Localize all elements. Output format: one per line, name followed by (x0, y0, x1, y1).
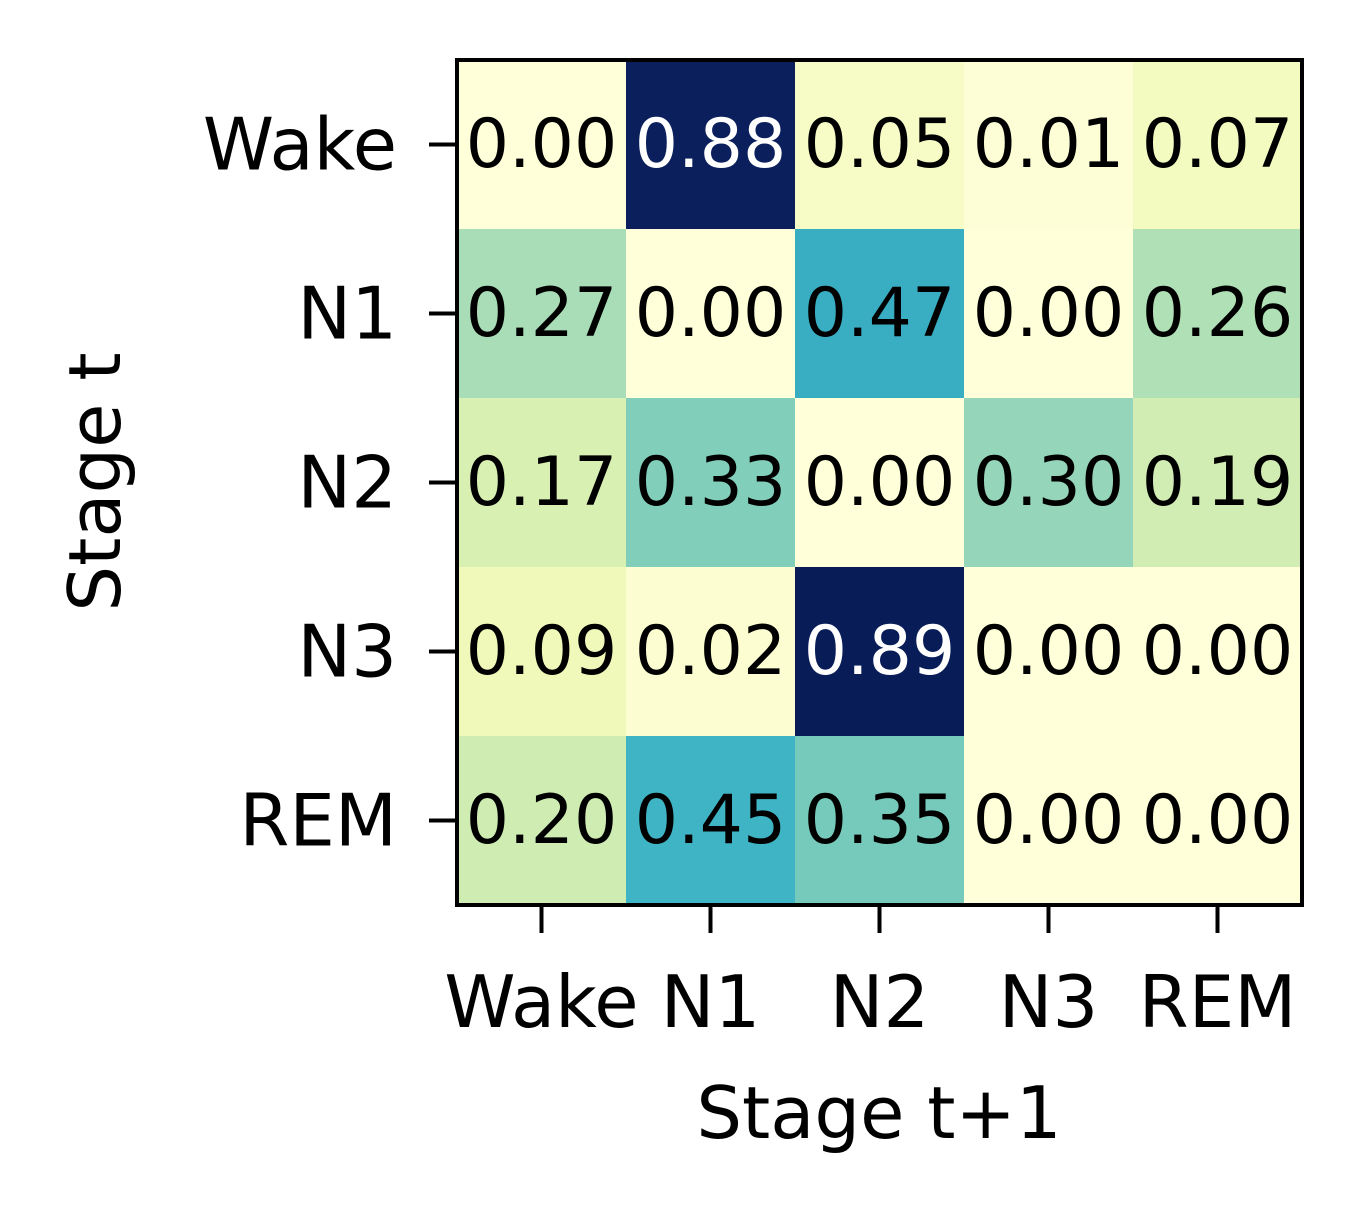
heatmap-cell-REM-N1 (626, 736, 796, 906)
cell-value-label: 0.00 (973, 274, 1124, 353)
heatmap-cell-N2-N3 (964, 398, 1134, 568)
cell-value-label: 0.00 (973, 781, 1124, 860)
heatmap-cell-REM-REM (1133, 736, 1303, 906)
heatmap-cell-N3-REM (1133, 567, 1303, 737)
cell-value-label: 0.00 (804, 443, 955, 522)
cell-value-label: 0.09 (466, 612, 617, 691)
y-tick-label: N3 (297, 610, 397, 694)
heatmap-cell-N3-N3 (964, 567, 1134, 737)
heatmap-cell-Wake-Wake (457, 60, 627, 230)
x-tick-label: N1 (661, 960, 761, 1044)
heatmap-cell-N1-Wake (457, 229, 627, 399)
cell-value-label: 0.33 (635, 443, 786, 522)
heatmap-cell-N3-Wake (457, 567, 627, 737)
heatmap-cell-N1-N1 (626, 229, 796, 399)
y-axis-label: Stage t (53, 352, 137, 611)
cell-value-label: 0.19 (1142, 443, 1293, 522)
cell-value-label: 0.00 (635, 274, 786, 353)
heatmap-cells (457, 60, 1303, 906)
heatmap-cell-N1-REM (1133, 229, 1303, 399)
y-tick-label: N1 (297, 272, 397, 356)
cell-value-label: 0.05 (804, 105, 955, 184)
cell-value-label: 0.07 (1142, 105, 1293, 184)
heatmap-cell-Wake-REM (1133, 60, 1303, 230)
cell-value-label: 0.01 (973, 105, 1124, 184)
y-tick-label: Wake (203, 103, 397, 187)
cell-value-label: 0.27 (466, 274, 617, 353)
heatmap-cell-N3-N1 (626, 567, 796, 737)
cell-value-label: 0.00 (466, 105, 617, 184)
heatmap-cell-N1-N3 (964, 229, 1134, 399)
heatmap-cell-N3-N2 (795, 567, 965, 737)
cell-value-label: 0.47 (804, 274, 955, 353)
heatmap-cell-N1-N2 (795, 229, 965, 399)
x-axis-label: Stage t+1 (696, 1071, 1061, 1155)
cell-value-label: 0.00 (973, 612, 1124, 691)
cell-value-label: 0.88 (635, 105, 786, 184)
x-tick-label: REM (1139, 960, 1297, 1044)
cell-value-label: 0.00 (1142, 612, 1293, 691)
cell-value-label: 0.89 (804, 612, 955, 691)
cell-value-label: 0.35 (804, 781, 955, 860)
cell-value-label: 0.17 (466, 443, 617, 522)
y-tick-label: REM (239, 779, 397, 863)
cell-value-label: 0.45 (635, 781, 786, 860)
x-axis-ticks: Wake N1 N2 N3 REM (444, 905, 1296, 1044)
cell-value-label: 0.30 (973, 443, 1124, 522)
x-tick-label: Wake (444, 960, 638, 1044)
heatmap-cell-Wake-N2 (795, 60, 965, 230)
heatmap-cell-REM-Wake (457, 736, 627, 906)
heatmap-cell-Wake-N3 (964, 60, 1134, 230)
x-tick-label: N2 (830, 960, 930, 1044)
heatmap-cell-REM-N2 (795, 736, 965, 906)
heatmap-cell-REM-N3 (964, 736, 1134, 906)
heatmap-cell-N2-N2 (795, 398, 965, 568)
heatmap-cell-Wake-N1 (626, 60, 796, 230)
cell-value-label: 0.00 (1142, 781, 1293, 860)
heatmap-cell-N2-Wake (457, 398, 627, 568)
cell-value-label: 0.02 (635, 612, 786, 691)
heatmap-cell-N2-N1 (626, 398, 796, 568)
cell-value-label: 0.26 (1142, 274, 1293, 353)
heatmap-cell-N2-REM (1133, 398, 1303, 568)
x-tick-label: N3 (999, 960, 1099, 1044)
cell-value-label: 0.20 (466, 781, 617, 860)
y-tick-label: N2 (297, 441, 397, 525)
